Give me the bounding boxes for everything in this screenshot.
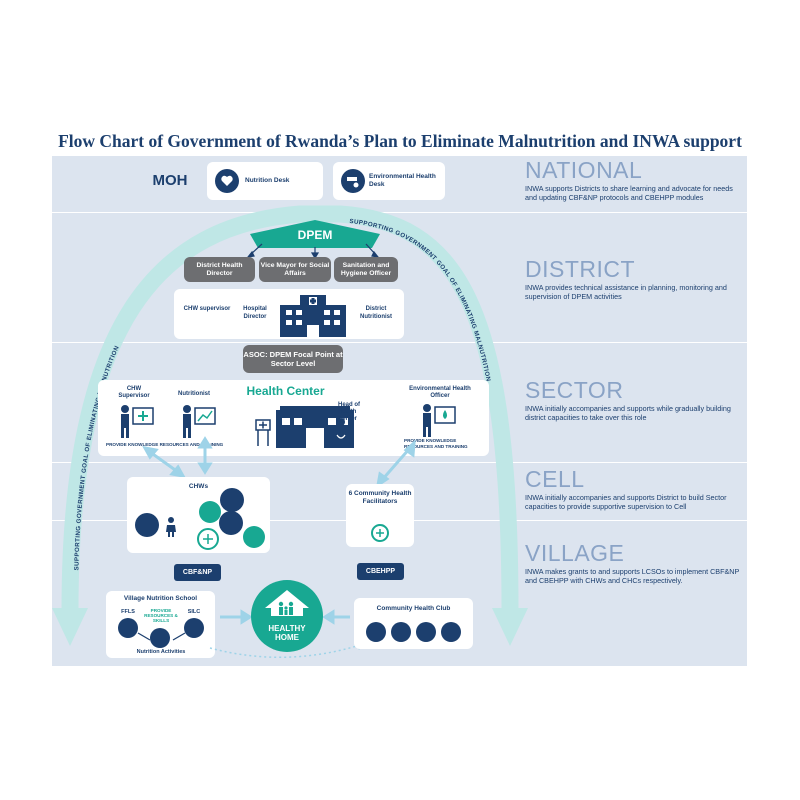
level-name: DISTRICT (525, 256, 636, 282)
hand-washing-icon (391, 622, 411, 642)
nutrition-desk-label: Nutrition Desk (245, 177, 290, 184)
level-desc: INWA makes grants to and supports LCSOs … (525, 567, 740, 585)
cbfnp-tag: CBF&NP (174, 564, 221, 581)
nutrition-school-label: Village Nutrition School (123, 595, 198, 602)
level-sector: SECTOR INWA initially accompanies and su… (525, 378, 740, 422)
mother-child-icon (135, 513, 159, 537)
sanitation-officer-box: Sanitation and Hygiene Officer (334, 257, 398, 282)
level-name: NATIONAL (525, 157, 643, 183)
vice-mayor-box: Vice Mayor for Social Affairs (259, 257, 331, 282)
facilitators-label: 6 Community Health Facilitators (348, 490, 412, 505)
district-health-director-box: District Health Director (184, 257, 255, 282)
teacher-icon (121, 405, 154, 438)
health-icon (243, 526, 265, 548)
level-name: CELL (525, 466, 585, 492)
level-village: VILLAGE INWA makes grants to and support… (525, 541, 740, 585)
syringe-icon (220, 488, 244, 512)
teacher-water-icon (423, 404, 456, 437)
level-name: VILLAGE (525, 540, 625, 566)
provide-knowledge-left: PROVIDE KNOWLEDGE RESOURCES AND TRAINING (106, 442, 224, 447)
healthy-home-label: HEALTHY HOME (268, 624, 306, 642)
facilitators-card: 6 Community Health Facilitators (346, 484, 414, 547)
mosquito-icon (197, 528, 219, 550)
house-family-icon (265, 590, 309, 616)
chws-label: CHWs (188, 483, 209, 490)
chws-card: CHWs (127, 477, 270, 553)
silc-label: SILC (187, 609, 201, 615)
provide-knowledge-right: PROVIDE KNOWLEDGE RESOURCES AND TRAINING (404, 438, 468, 449)
chw-supervisor-sector-label: CHW Supervisor (118, 386, 150, 399)
ffls-label: FFLS (121, 609, 135, 615)
provide-resources-label: PROVIDE RESOURCES & SKILLS (144, 608, 178, 623)
hospital-director-label: Hospital Director (243, 306, 267, 320)
health-club-card: Community Health Club (354, 598, 473, 649)
health-club-label: Community Health Club (376, 605, 451, 612)
moh-label: MOH (152, 172, 188, 189)
healthy-home-circle: HEALTHY HOME (251, 580, 323, 652)
level-national: NATIONAL INWA supports Districts to shar… (525, 158, 740, 202)
nutrition-desk-card: Nutrition Desk (207, 162, 323, 200)
asoc-box: ASOC: DPEM Focal Point at Sector Level (243, 345, 343, 373)
water-drop-icon (366, 622, 386, 642)
page-title: Flow Chart of Government of Rwanda’s Pla… (58, 131, 742, 151)
level-desc: INWA initially accompanies and supports … (525, 493, 727, 511)
district-hospital-card: CHW supervisor Hospital Director Distric… (174, 289, 404, 339)
heart-hands-icon (215, 169, 239, 193)
level-desc: INWA provides technical assistance in pl… (525, 283, 727, 301)
health-center-card: Health Center CHW Supervisor Nutritionis… (98, 380, 489, 456)
level-desc: INWA supports Districts to share learnin… (525, 184, 733, 202)
env-officer-label: Environmental Health Officer (409, 386, 471, 399)
food-bowl-icon (150, 628, 170, 648)
level-desc: INWA initially accompanies and supports … (525, 404, 731, 422)
hand-wash-icon (371, 524, 389, 542)
level-cell: CELL INWA initially accompanies and supp… (525, 467, 740, 511)
sanitation-icon (199, 501, 221, 523)
nurse-icon (332, 418, 350, 445)
woman-icon (166, 517, 176, 537)
head-health-center-label: Head of Health Center (338, 402, 361, 422)
dpem-label: DPEM (297, 228, 333, 242)
health-center-title: Health Center (246, 384, 325, 398)
nutrition-activities-label: Nutrition Activities (136, 649, 186, 655)
nutrition-school-card: Village Nutrition School FFLS PROVIDE RE… (106, 591, 215, 658)
district-nutritionist-label: District Nutritionist (360, 306, 392, 320)
hospital-icon (280, 295, 346, 337)
level-name: SECTOR (525, 377, 624, 403)
teacher-chart-icon (183, 405, 216, 438)
env-desk-label: Environmental Health Desk (369, 173, 436, 188)
cbehpp-tag: CBEHPP (357, 563, 404, 580)
dpem-banner (250, 220, 380, 248)
water-tap-icon (341, 169, 365, 193)
soap-icon (441, 622, 461, 642)
level-district: DISTRICT INWA provides technical assista… (525, 257, 740, 301)
hygiene-icon (416, 622, 436, 642)
family-icon (219, 511, 243, 535)
nutritionist-sector-label: Nutritionist (178, 391, 210, 397)
env-desk-card: Environmental Health Desk (333, 162, 445, 200)
plant-icon (118, 618, 138, 638)
chw-supervisor-label: CHW supervisor (183, 306, 231, 312)
savings-icon (184, 618, 204, 638)
